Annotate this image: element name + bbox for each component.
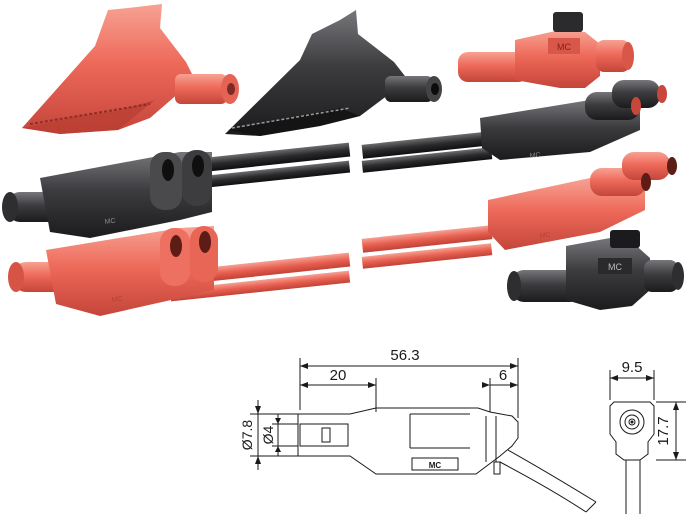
logo-plate: [411, 457, 459, 471]
logo-text: MC: [529, 152, 541, 160]
logo-text: MC: [557, 42, 571, 52]
dimension-rear-label: 6: [499, 367, 507, 384]
plug-front-view-outline: [609, 401, 655, 461]
dimension-front-label: 20: [330, 367, 347, 384]
dimension-height-label: 17.7: [655, 416, 672, 445]
black-safety-adapter: MC: [507, 230, 684, 310]
dimension-overall-label: 56.3: [390, 347, 419, 364]
dimension-width-label: 9.5: [622, 359, 643, 376]
red-stackable-plug-right: MC: [488, 152, 677, 250]
logo-text: MC: [111, 296, 123, 304]
cable-outline-upper: [507, 449, 597, 503]
logo-text: MC: [539, 232, 551, 240]
red-stackable-plug-left: MC: [8, 226, 218, 316]
logo-text: MC: [104, 218, 116, 226]
socket-outer-circle: [619, 409, 645, 435]
cable-outline-lower: [499, 461, 587, 513]
red-alligator-clip: [22, 4, 239, 134]
dimension-pin-diameter-label: Ø4: [260, 425, 276, 444]
plug-side-view-outline: [297, 407, 519, 475]
black-alligator-clip: [225, 10, 442, 136]
product-photo: MC MC MC: [2, 4, 684, 316]
logo-text: MC: [608, 262, 622, 272]
black-stackable-plug-left: MC: [2, 150, 212, 238]
plug-pin-outline: [299, 423, 349, 447]
technical-drawing: 56.3 20 6 Ø7.8 Ø4 9.5 17.7 MC: [239, 347, 686, 514]
black-stackable-plug-right: MC: [480, 80, 667, 160]
black-test-lead-cable: [169, 131, 493, 192]
red-safety-adapter: MC: [458, 12, 634, 88]
logo-text: MC: [429, 461, 442, 470]
dimension-outer-diameter-label: Ø7.8: [239, 420, 255, 451]
red-test-lead-cable: [169, 225, 493, 302]
